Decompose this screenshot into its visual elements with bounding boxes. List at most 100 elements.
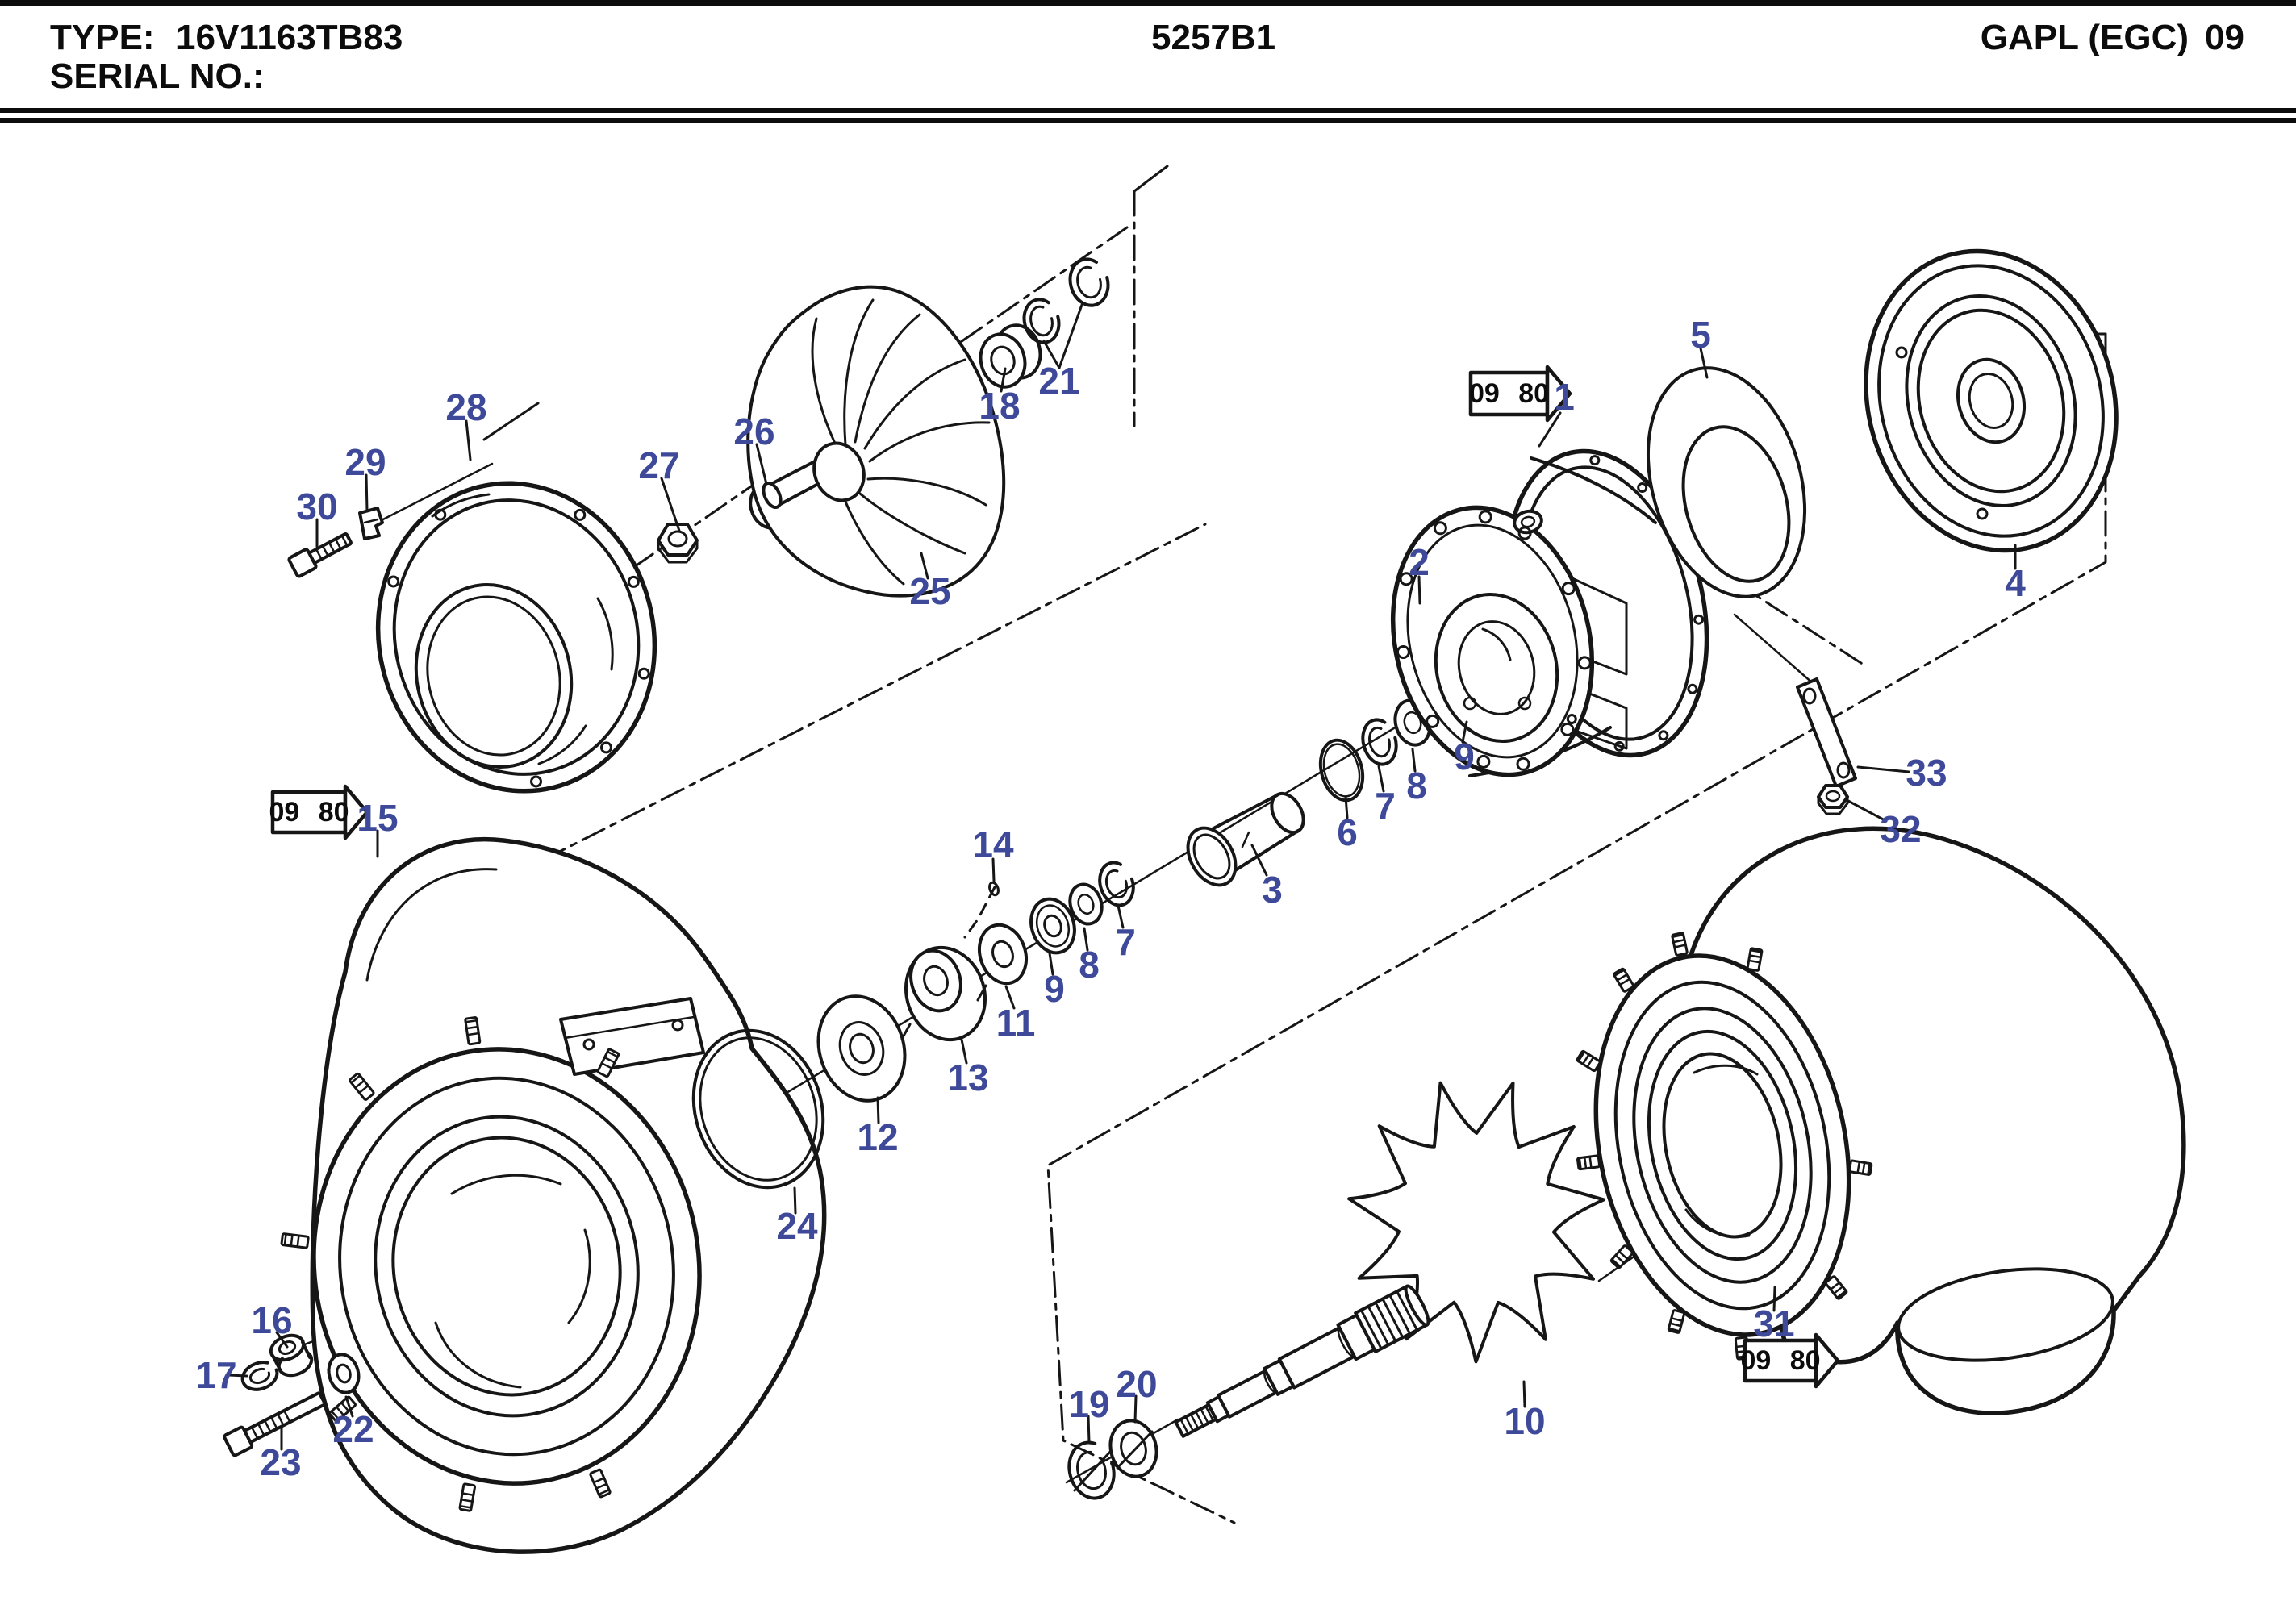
turbine-wheel-blades bbox=[1347, 1081, 1605, 1364]
callout-7: 7 bbox=[1375, 785, 1396, 827]
bolt-hole bbox=[1517, 526, 1532, 540]
part-11-washer bbox=[978, 923, 1028, 986]
part-33-bracket bbox=[1733, 613, 1857, 788]
section-arrow-label: 09 80 bbox=[1740, 1345, 1820, 1376]
callout-7: 7 bbox=[1115, 921, 1136, 963]
part-17-lock-washer bbox=[240, 1361, 279, 1391]
callout-10: 10 bbox=[1504, 1400, 1545, 1442]
callout-3: 3 bbox=[1262, 869, 1283, 911]
callout-8: 8 bbox=[1079, 944, 1100, 986]
part-9-bearing-rear bbox=[1029, 897, 1076, 955]
section-arrow-label: 09 80 bbox=[1469, 378, 1549, 409]
bolt-hole bbox=[1658, 730, 1669, 741]
part-22-washer bbox=[327, 1353, 361, 1394]
bolt-hole bbox=[1577, 656, 1592, 670]
section-arrow: 09 80 bbox=[1740, 1332, 1840, 1389]
part-7-snap-ring-rear bbox=[1098, 861, 1135, 907]
callout-22: 22 bbox=[332, 1408, 374, 1450]
callout-20: 20 bbox=[1116, 1363, 1157, 1405]
part-13-oil-slinger bbox=[900, 945, 987, 1042]
bolt-hole bbox=[1516, 757, 1530, 771]
stud bbox=[589, 1468, 612, 1499]
bolt-hole bbox=[1476, 754, 1491, 769]
section-arrow-label: 09 80 bbox=[269, 797, 349, 828]
bolt-hole bbox=[1433, 521, 1447, 536]
callout-13: 13 bbox=[947, 1057, 988, 1098]
part-15-outlet-housing bbox=[280, 836, 827, 1554]
callout-21: 21 bbox=[1038, 360, 1079, 402]
part-21-retaining-rings bbox=[1022, 257, 1110, 344]
type-label: TYPE: bbox=[50, 18, 155, 57]
callout-4: 4 bbox=[2005, 562, 2026, 604]
part-8-washer-rear bbox=[1068, 882, 1104, 926]
page-code-text: 09 bbox=[2205, 18, 2244, 57]
callout-31: 31 bbox=[1753, 1303, 1794, 1344]
part-4-cover-disc bbox=[1864, 248, 2119, 553]
callout-29: 29 bbox=[344, 441, 386, 483]
stud bbox=[1613, 967, 1635, 993]
stud bbox=[458, 1482, 477, 1512]
type-value: 16V1163TB83 bbox=[176, 18, 403, 57]
callout-26: 26 bbox=[733, 411, 774, 452]
turbine-shaft bbox=[1174, 1284, 1430, 1438]
callout-17: 17 bbox=[195, 1354, 236, 1396]
stud bbox=[596, 1048, 620, 1078]
part-5-heat-shield bbox=[1646, 366, 1807, 598]
group-code: GAPL (EGC)09 bbox=[1981, 18, 2244, 58]
part-24-o-ring bbox=[691, 1028, 825, 1190]
bolt-hole bbox=[1589, 455, 1601, 466]
stud bbox=[1848, 1159, 1873, 1176]
section-arrow: 09 80 bbox=[269, 784, 369, 840]
stud bbox=[1609, 1244, 1634, 1269]
callout-19: 19 bbox=[1068, 1383, 1109, 1425]
callout-12: 12 bbox=[857, 1116, 898, 1158]
section-arrow: 09 80 bbox=[1468, 365, 1572, 423]
bolt-hole bbox=[1560, 722, 1575, 736]
part-18-bushing bbox=[979, 323, 1042, 389]
bolt-hole bbox=[1561, 582, 1576, 596]
doc-code: 5257B1 bbox=[1151, 18, 1276, 57]
callout-28: 28 bbox=[445, 386, 486, 428]
bolt-hole bbox=[1566, 714, 1577, 724]
bolt-hole bbox=[1396, 645, 1410, 659]
callout-23: 23 bbox=[260, 1441, 301, 1483]
callout-27: 27 bbox=[638, 444, 679, 486]
bolt-hole bbox=[1478, 510, 1492, 524]
callout-1: 1 bbox=[1554, 376, 1575, 418]
part-32-nut bbox=[1817, 784, 1849, 815]
part-20-washer bbox=[1108, 1419, 1158, 1478]
stud bbox=[1576, 1154, 1601, 1171]
callout-9: 9 bbox=[1044, 968, 1065, 1010]
bolt-hole bbox=[530, 775, 542, 788]
part-28-seal-plate bbox=[375, 481, 657, 794]
callout-33: 33 bbox=[1906, 752, 1947, 794]
callout-2: 2 bbox=[1409, 541, 1430, 583]
callout-6: 6 bbox=[1337, 811, 1358, 853]
bolt-hole bbox=[600, 741, 612, 754]
leader-lines bbox=[228, 303, 2017, 1451]
bolt-hole bbox=[574, 508, 587, 521]
callout-14: 14 bbox=[972, 823, 1014, 865]
part-23-bolt bbox=[223, 1391, 327, 1457]
part-12-disc bbox=[816, 994, 907, 1103]
stud bbox=[1746, 947, 1764, 972]
part-31-inlet-scroll bbox=[1576, 826, 2186, 1415]
part-1-bearing-housing bbox=[1390, 448, 1709, 777]
callout-24: 24 bbox=[776, 1205, 818, 1247]
stud bbox=[1824, 1275, 1848, 1300]
bolt-hole bbox=[1399, 572, 1413, 586]
callout-15: 15 bbox=[357, 797, 398, 839]
bolt-hole bbox=[1693, 614, 1705, 625]
part-29-lock-plate bbox=[358, 507, 384, 540]
callout-5: 5 bbox=[1690, 314, 1711, 356]
serial-label: SERIAL NO.: bbox=[50, 56, 265, 96]
bolt-hole bbox=[637, 667, 650, 680]
callout-16: 16 bbox=[251, 1299, 292, 1341]
bolt-hole bbox=[434, 508, 447, 521]
part-27-nut bbox=[657, 523, 699, 564]
bolt-hole bbox=[1637, 482, 1648, 493]
bolt-hole bbox=[627, 575, 640, 588]
header-rule-1 bbox=[0, 108, 2296, 113]
callout-9: 9 bbox=[1454, 736, 1475, 777]
